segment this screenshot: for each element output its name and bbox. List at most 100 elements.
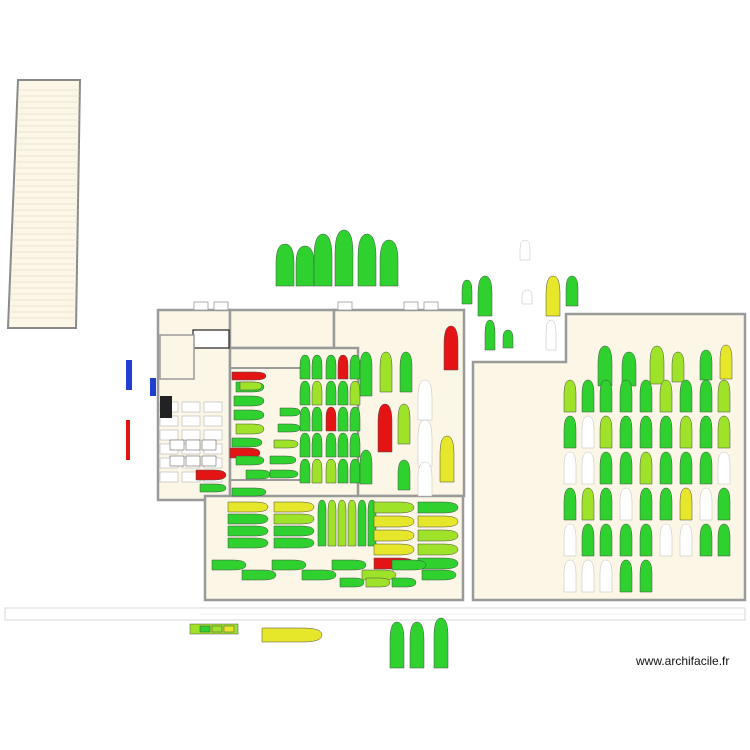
boat-white-23: [201, 455, 217, 467]
boat-green-23: [417, 557, 459, 570]
boat-green-43: [581, 523, 595, 557]
boat-lime-2: [379, 351, 393, 393]
boat-green-4: [299, 458, 311, 484]
boat-green-1: [477, 275, 493, 317]
boat-lime-14: [325, 458, 337, 484]
boat-green-bv1: [409, 621, 425, 669]
boat-green-5: [379, 239, 399, 287]
boat-green-37: [639, 487, 653, 521]
boat-green-27: [301, 569, 337, 581]
boat-green-29: [659, 451, 673, 485]
boat-green-13: [325, 432, 337, 458]
boat-white-4: [417, 379, 433, 421]
boat-lime-1: [211, 625, 223, 633]
boat-yellow-17: [417, 515, 459, 528]
boat-white-51: [563, 559, 577, 593]
boat-green-15: [417, 501, 459, 514]
boats-right-entry: [461, 239, 579, 351]
boat-lime-34: [581, 487, 595, 521]
boat-green-4: [565, 275, 579, 307]
boat-green-7: [245, 469, 271, 480]
boat-green-4: [699, 349, 713, 381]
boat-white-36: [619, 487, 633, 521]
fire-door: [126, 420, 130, 460]
left-hall-boats: [169, 371, 301, 497]
boat-green-20: [659, 415, 673, 449]
boat-red-13: [231, 371, 267, 381]
boat-yellow-16: [373, 515, 415, 528]
boat-lime-21: [417, 543, 459, 556]
boat-green-0: [461, 279, 473, 305]
boat-green-12: [269, 469, 299, 479]
boat-green-18: [619, 415, 633, 449]
boat-red-12: [325, 406, 337, 432]
boat-lime-11: [659, 379, 673, 413]
boat-white-42: [563, 523, 577, 557]
boat-green-5: [484, 319, 496, 351]
boat-lime-17: [599, 415, 613, 449]
watermark-text: www.archifacile.fr: [636, 654, 730, 668]
boat-green-31: [421, 569, 457, 581]
boat-green-10: [235, 455, 265, 466]
boat-green-15: [563, 415, 577, 449]
boat-lime-9: [327, 499, 337, 547]
boat-lime-21: [349, 380, 361, 406]
boat-lime-19: [417, 529, 459, 542]
boat-green-16: [277, 423, 301, 433]
boat-green-31: [699, 451, 713, 485]
boat-white-21: [169, 455, 185, 467]
boat-green-11: [231, 487, 267, 497]
boat-green-34: [391, 577, 417, 588]
boat-white-6: [417, 419, 433, 467]
boat-red-15: [337, 354, 349, 380]
boat-green-6: [199, 483, 227, 493]
boat-yellow-8: [439, 435, 455, 483]
boat-green-41: [717, 487, 731, 521]
boat-green-2: [233, 395, 265, 407]
boat-yellow-20: [373, 543, 415, 556]
boat-lime-28: [639, 451, 653, 485]
stair-left: [126, 360, 132, 390]
boat-lime-6: [311, 380, 323, 406]
boat-lime-14: [373, 501, 415, 514]
boat-yellow-5: [719, 344, 733, 380]
boat-yellow-39: [679, 487, 693, 521]
boat-lime-33: [365, 577, 391, 588]
boat-green-3: [399, 351, 413, 393]
boat-yellow-18: [373, 529, 415, 542]
boat-yellow-0: [227, 501, 269, 513]
boat-white-19: [185, 439, 201, 451]
boat-green-30: [391, 559, 427, 571]
boat-green-9: [231, 437, 263, 448]
boat-white-24: [563, 451, 577, 485]
boat-green-1: [299, 380, 311, 406]
boat-yellow-1: [273, 501, 315, 513]
boat-green-2: [299, 406, 311, 432]
boat-green-0: [275, 243, 295, 287]
stair-right: [150, 378, 156, 396]
boat-green-9: [359, 449, 373, 485]
boat-green-9: [619, 379, 633, 413]
boat-green-27: [619, 451, 633, 485]
boat-lime-7: [397, 403, 411, 445]
boat-green-24: [211, 559, 247, 571]
boat-green-24: [349, 458, 361, 484]
boat-white-25: [581, 451, 595, 485]
boat-green-49: [699, 523, 713, 557]
boat-green-10: [639, 379, 653, 413]
boat-green-5: [273, 525, 315, 537]
boat-green-35: [599, 487, 613, 521]
boat-green-7: [581, 379, 595, 413]
boat-green-54: [619, 559, 633, 593]
boat-green-16: [337, 380, 349, 406]
boat-green-14: [269, 455, 297, 465]
boat-green-19: [639, 415, 653, 449]
boat-green-23: [349, 432, 361, 458]
office-box: [192, 329, 230, 349]
boat-green-55: [639, 559, 653, 593]
boat-green-11: [397, 459, 411, 491]
boat-green-28: [331, 559, 367, 571]
top-small-room: [228, 308, 336, 350]
boat-green-4: [357, 233, 377, 287]
boat-white-48: [679, 523, 693, 557]
